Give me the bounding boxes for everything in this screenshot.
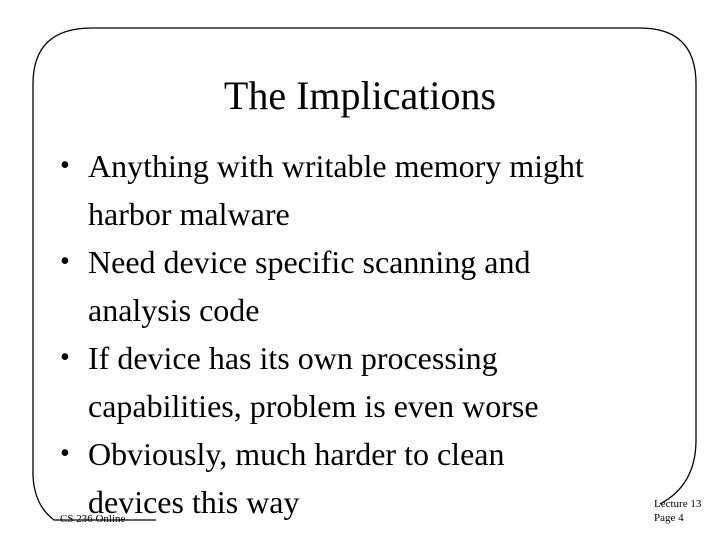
page-footer: Lecture 13 Page 4: [654, 497, 701, 525]
bullet-item: • Obviously, much harder to clean device…: [56, 430, 676, 526]
page-number: Page 4: [654, 512, 684, 524]
bullet-icon: •: [60, 438, 70, 469]
bullet-text-line: Need device specific scanning and: [88, 244, 531, 280]
bullet-text-line: If device has its own processing: [88, 340, 498, 376]
bullet-item: • Need device specific scanning and anal…: [56, 238, 676, 334]
bullet-text-line: devices this way: [88, 484, 300, 520]
bullet-item: • If device has its own processing capab…: [56, 334, 676, 430]
lecture-number: Lecture 13: [654, 498, 702, 510]
bullet-text-line: capabilities, problem is even worse: [88, 388, 539, 424]
slide-title: The Implications: [223, 73, 497, 118]
bullet-text-line: Obviously, much harder to clean: [88, 436, 505, 472]
bullet-icon: •: [60, 342, 70, 373]
bullet-icon: •: [60, 150, 70, 181]
bullet-item: • Anything with writable memory might ha…: [56, 142, 676, 238]
course-footer: CS 236 Online: [60, 513, 126, 525]
bullet-text-line: harbor malware: [88, 196, 290, 232]
bullet-list: • Anything with writable memory might ha…: [56, 142, 676, 526]
bullet-text-line: Anything with writable memory might: [88, 148, 584, 184]
bullet-text-line: analysis code: [88, 292, 260, 328]
bullet-icon: •: [60, 246, 70, 277]
